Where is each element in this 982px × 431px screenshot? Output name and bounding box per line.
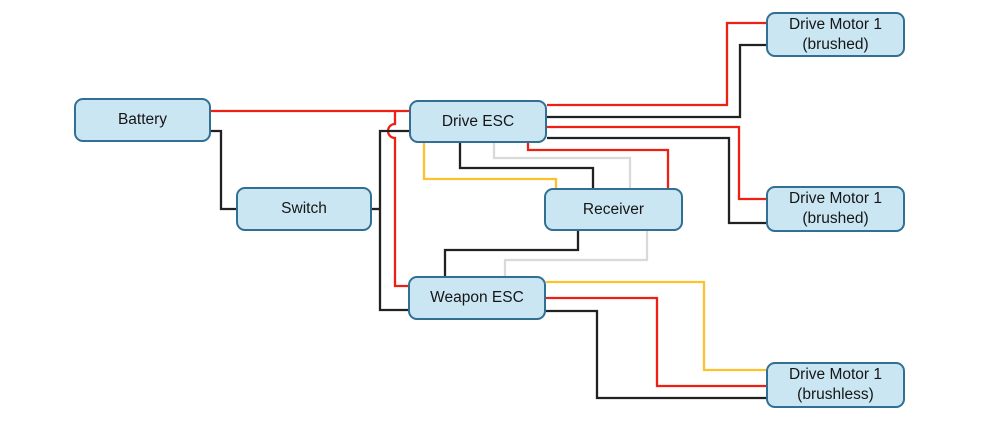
- node-label: Weapon ESC: [430, 289, 524, 306]
- wire-battery-negative-to-switch: [211, 129, 236, 211]
- wire-drive-esc-to-motor-top-black: [547, 43, 766, 119]
- wire-drive-esc-to-motor-middle-black: [547, 136, 766, 225]
- wire-battery-positive-to-weapon-esc: [386, 111, 408, 288]
- wire-signal-drive-esc-receiver-black: [458, 143, 595, 188]
- node-drive-motor-bottom: Drive Motor 1 (brushless): [766, 362, 905, 408]
- wire-weapon-esc-to-motor-black: [546, 309, 766, 400]
- node-receiver: Receiver: [544, 188, 683, 231]
- node-battery: Battery: [74, 98, 211, 142]
- wire-signal-drive-esc-receiver-yellow: [422, 143, 558, 188]
- node-drive-motor-middle: Drive Motor 1 (brushed): [766, 186, 905, 232]
- wire-signal-drive-esc-receiver-white: [492, 143, 632, 188]
- wire-weapon-esc-to-motor-red: [546, 296, 766, 388]
- node-label: Drive Motor 1: [788, 190, 883, 207]
- node-label: Drive Motor 1: [788, 15, 883, 33]
- wire-signal-receiver-weapon-esc-white: [503, 231, 649, 276]
- node-sublabel: (brushed): [802, 210, 869, 227]
- wire-drive-esc-to-motor-middle-red: [547, 125, 766, 201]
- wire-signal-drive-esc-receiver-red: [526, 143, 670, 188]
- node-drive-motor-top: Drive Motor 1 (brushed): [766, 12, 905, 57]
- node-label: Drive ESC: [441, 112, 515, 130]
- node-sublabel: (brushed): [802, 35, 869, 53]
- wire-drive-esc-to-motor-top-red: [547, 21, 766, 107]
- node-drive-esc: Drive ESC: [409, 100, 547, 143]
- node-label: Drive Motor 1: [788, 366, 883, 383]
- wire-signal-receiver-weapon-esc-black: [443, 231, 580, 276]
- node-sublabel: (brushless): [797, 386, 874, 403]
- node-label: Battery: [117, 111, 168, 128]
- node-switch: Switch: [236, 187, 372, 231]
- node-label: Receiver: [582, 200, 645, 218]
- wire-negative-bus-drive-to-weapon-esc: [378, 129, 409, 312]
- node-weapon-esc: Weapon ESC: [408, 276, 546, 320]
- node-label: Switch: [281, 200, 327, 217]
- wire-weapon-esc-to-motor-yellow: [546, 280, 766, 372]
